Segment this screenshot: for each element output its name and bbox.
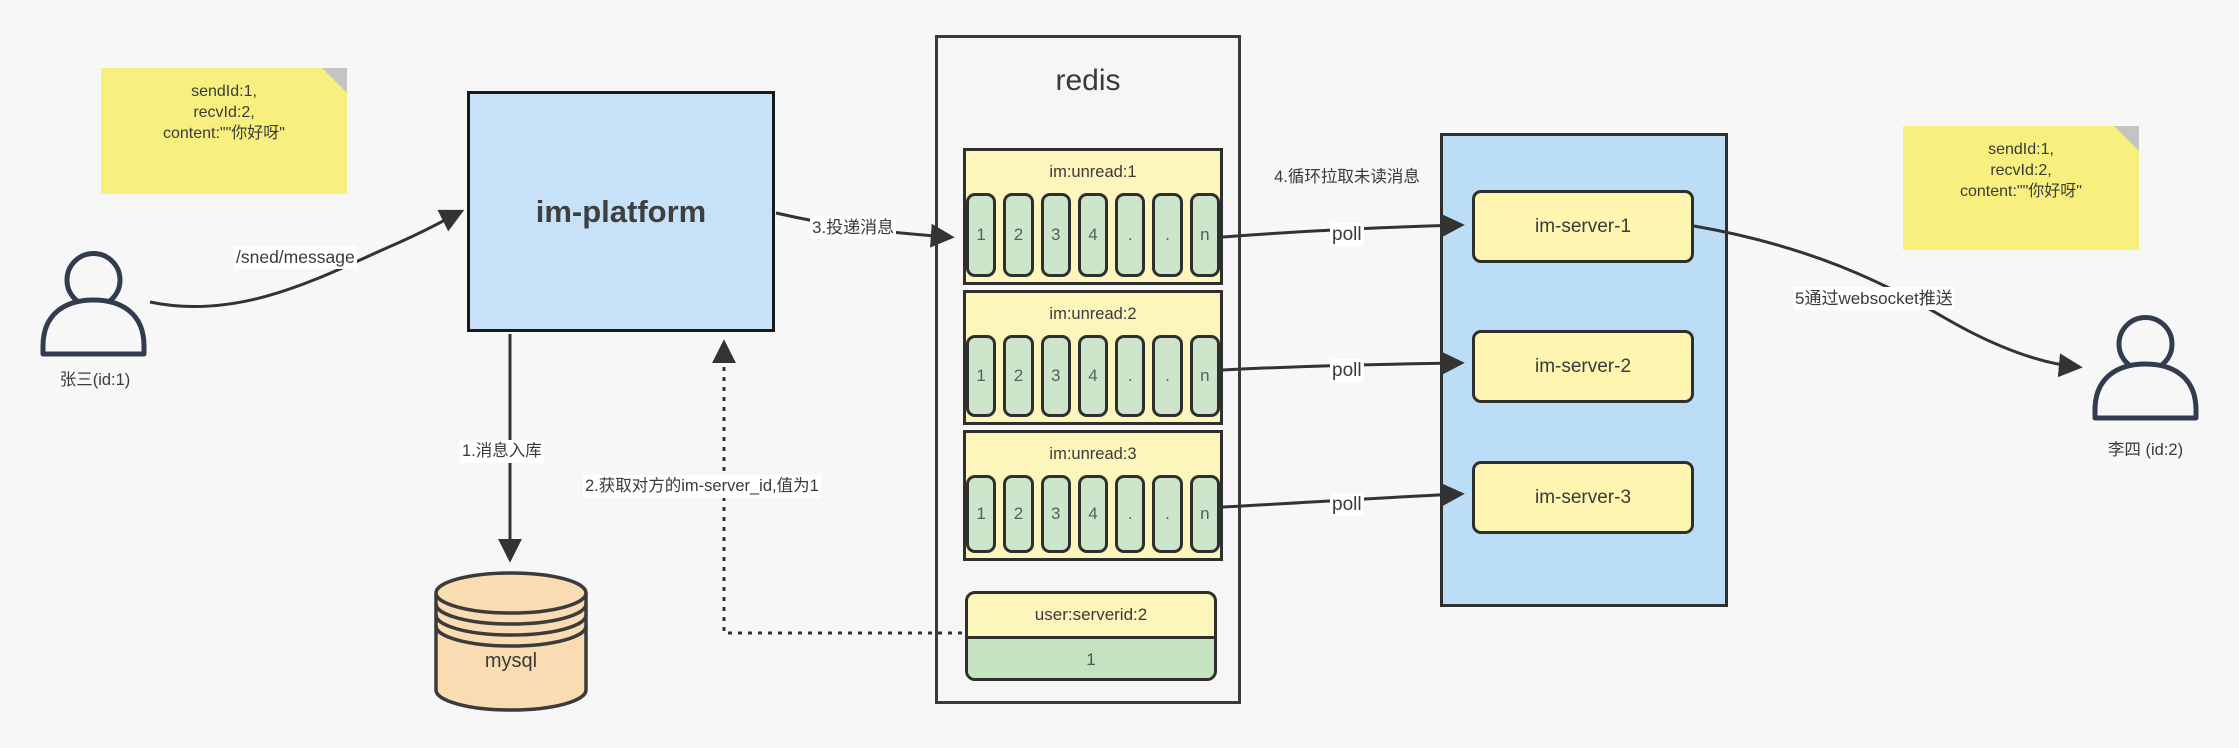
queue-cell: 2 [1003, 335, 1034, 417]
poll-label-3: poll [1330, 493, 1364, 516]
note-line: recvId:2, [1990, 162, 2052, 179]
kv-header: user:serverid:2 [1034, 605, 1148, 624]
im-server-3-label: im-server-3 [1534, 486, 1632, 508]
step1-label: 1.消息入库 [460, 440, 544, 463]
poll-label-2: poll [1330, 359, 1364, 382]
receiver-label: 李四 (id:2) [2107, 441, 2184, 459]
im-platform-box: im-platform [467, 91, 775, 332]
queue-cells: 1 2 3 4 . . n [966, 475, 1220, 553]
queue-header: im:unread:3 [1049, 445, 1137, 463]
queue-cell: 1 [966, 335, 997, 417]
queue-cell: 3 [1040, 475, 1071, 553]
queue-cell: 1 [966, 475, 997, 553]
queue-cell: . [1152, 193, 1183, 277]
step4-label: 4.循环拉取未读消息 [1274, 168, 1420, 186]
im-server-1-label: im-server-1 [1534, 215, 1632, 237]
mysql-cylinder-icon [434, 571, 588, 712]
sticky-note-right: sendId:1, recvId:2, content:""你好呀" [1903, 126, 2139, 250]
mysql-label: mysql [484, 650, 538, 672]
person-receiver-icon [2092, 315, 2199, 421]
user-serverid-box: user:serverid:2 1 [965, 591, 1217, 681]
im-server-2-label: im-server-2 [1534, 355, 1632, 377]
kv-value: 1 [968, 636, 1214, 678]
queue-cell: 3 [1040, 335, 1071, 417]
queue-cell: . [1115, 475, 1146, 553]
redis-title: redis [1055, 64, 1121, 97]
queue-header: im:unread:1 [1049, 163, 1137, 181]
step5-label: 5通过websocket推送 [1793, 287, 1955, 310]
queue-cell: . [1115, 335, 1146, 417]
queue-im-unread-3: im:unread:3 1 2 3 4 . . n [963, 430, 1223, 561]
im-server-2-box: im-server-2 [1472, 330, 1694, 403]
queue-cell: n [1189, 335, 1220, 417]
queue-im-unread-1: im:unread:1 1 2 3 4 . . n [963, 148, 1223, 285]
queue-cells: 1 2 3 4 . . n [966, 335, 1220, 417]
queue-im-unread-2: im:unread:2 1 2 3 4 . . n [963, 290, 1223, 425]
note-line: content:""你好呀" [1960, 183, 2082, 200]
queue-cell: . [1152, 475, 1183, 553]
note-line: recvId:2, [193, 104, 255, 121]
sticky-note-left: sendId:1, recvId:2, content:""你好呀" [101, 68, 347, 194]
note-line: content:""你好呀" [163, 125, 285, 142]
step2-label: 2.获取对方的im-server_id,值为1 [583, 475, 821, 498]
poll-label-1: poll [1330, 223, 1364, 246]
queue-cell: 2 [1003, 475, 1034, 553]
note-line: sendId:1, [1988, 141, 2054, 158]
queue-cells: 1 2 3 4 . . n [966, 193, 1220, 277]
queue-cell: 1 [966, 193, 997, 277]
queue-cell: . [1152, 335, 1183, 417]
queue-cell: . [1115, 193, 1146, 277]
queue-cell: 4 [1077, 475, 1109, 553]
sender-label: 张三(id:1) [59, 371, 131, 389]
im-server-3-box: im-server-3 [1472, 461, 1694, 534]
im-server-panel: im-server-1 im-server-2 im-server-3 [1440, 133, 1728, 607]
queue-cell: n [1189, 193, 1220, 277]
redis-container: redis im:unread:1 1 2 3 4 . . n im:unrea… [935, 35, 1241, 704]
im-server-1-box: im-server-1 [1472, 190, 1694, 263]
queue-cell: n [1189, 475, 1220, 553]
send-api-label: /sned/message [234, 246, 357, 269]
queue-header: im:unread:2 [1049, 305, 1137, 323]
im-platform-label: im-platform [535, 193, 707, 229]
person-sender-icon [40, 251, 147, 357]
step3-label: 3.投递消息 [810, 216, 897, 239]
queue-cell: 4 [1077, 335, 1109, 417]
queue-cell: 3 [1040, 193, 1071, 277]
queue-cell: 2 [1003, 193, 1034, 277]
queue-cell: 4 [1077, 193, 1109, 277]
note-line: sendId:1, [191, 83, 257, 100]
